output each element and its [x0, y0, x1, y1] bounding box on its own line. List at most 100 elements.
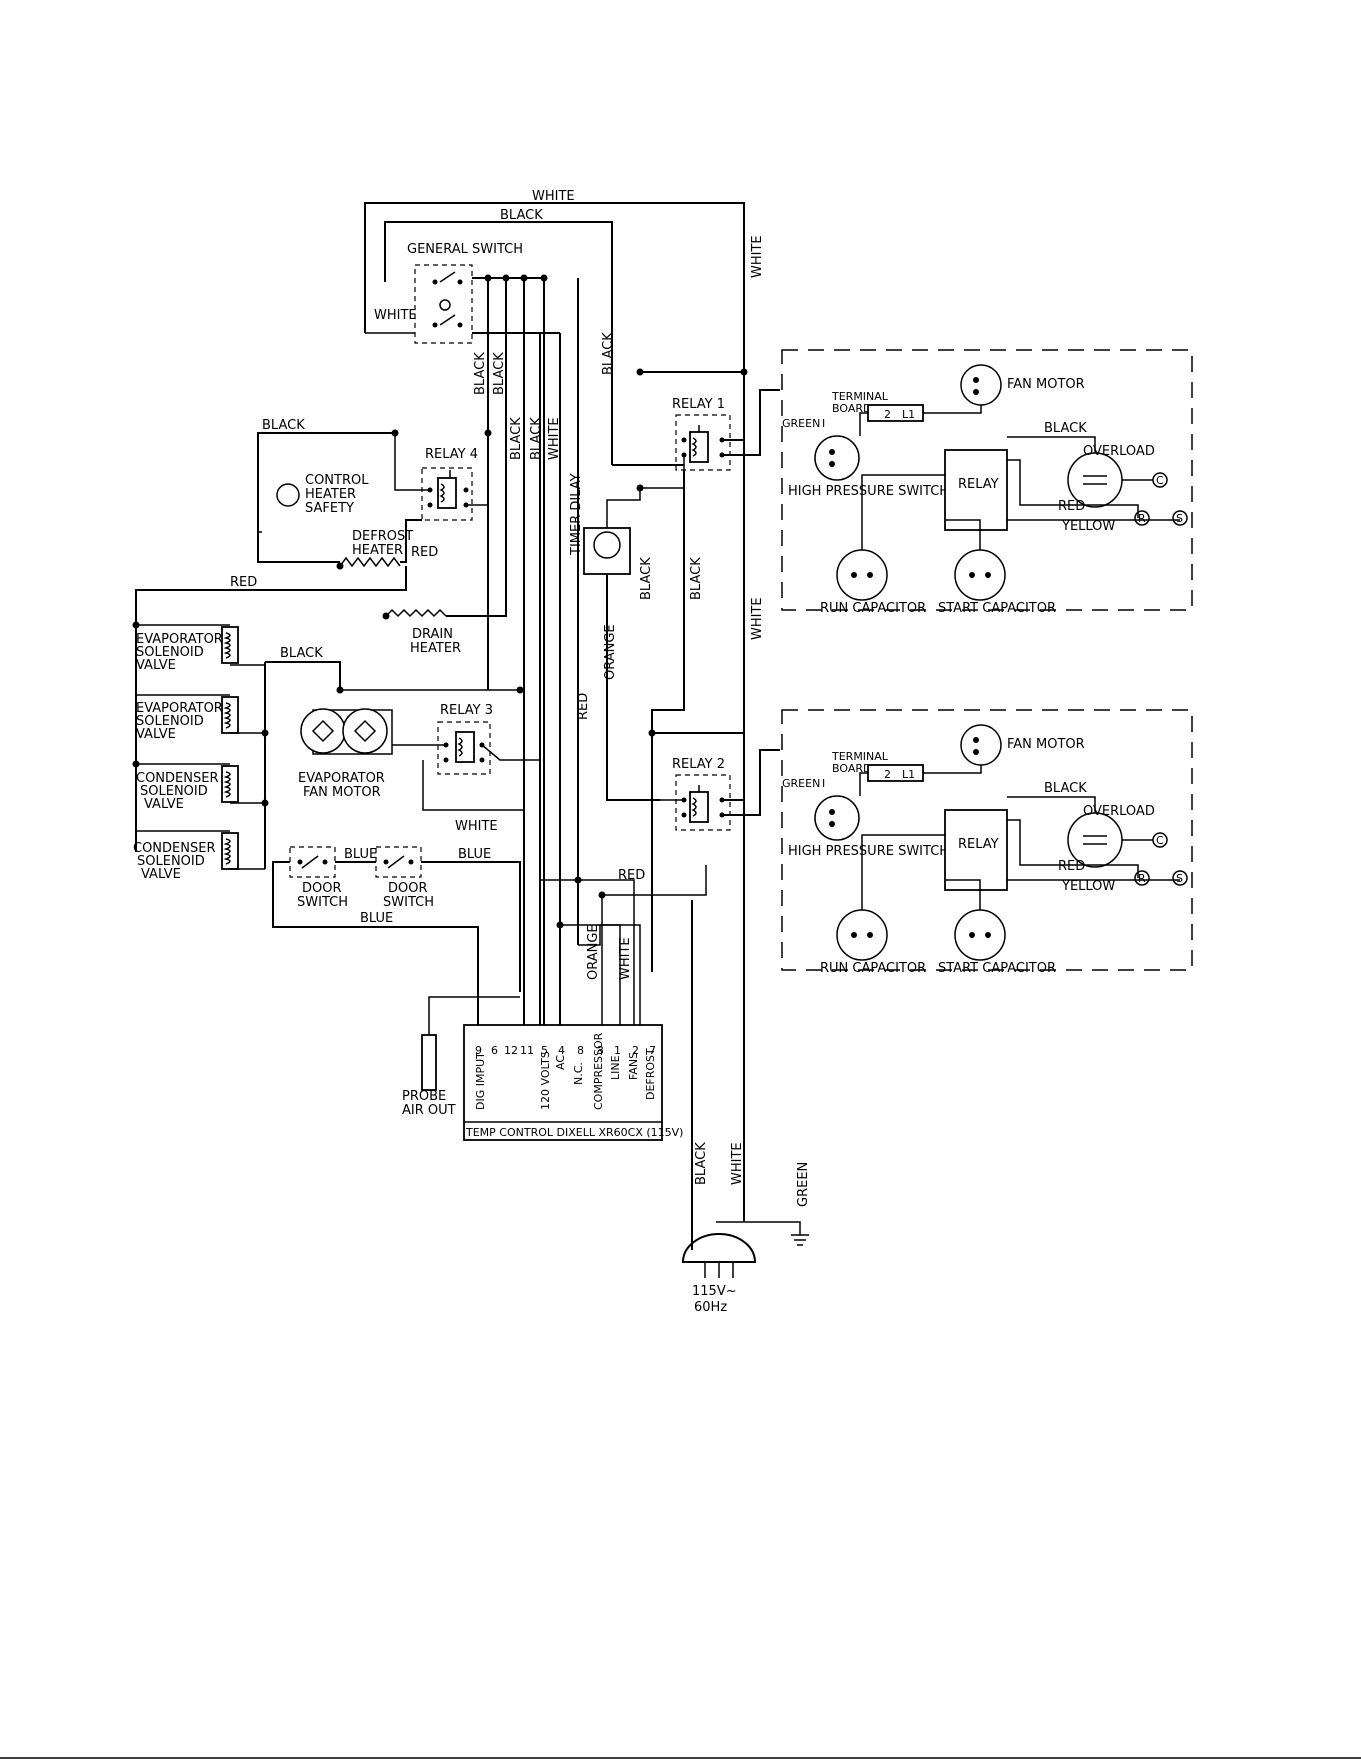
door-switch-2-label-1: DOOR [388, 881, 428, 896]
evap-valve-1-line-1: EVAPORATOR [136, 632, 223, 647]
wire-label-black-6: BLACK [601, 332, 616, 375]
wire-label-black-heater: BLACK [262, 418, 305, 433]
fn-line: LINE [609, 1055, 622, 1080]
fn-compressor: COMPRESSOR [592, 1032, 605, 1110]
condensing-unit-1: FAN MOTOR TERMINAL BOARD 2 L1 GREEN I HI… [781, 349, 1193, 616]
cond-valve-1-line-2: SOLENOID [140, 784, 208, 799]
cond-valve-2-line-1: CONDENSER [133, 841, 215, 856]
compressor-1-c: C [1156, 474, 1164, 487]
terminal-8: 8 [577, 1044, 584, 1057]
wire-label-black-3: BLACK [509, 417, 524, 460]
terminal-3: 3 [597, 1044, 604, 1057]
fn-dig-imput: DIG IMPUT [474, 1052, 487, 1110]
temp-control-functions: DIG IMPUT 120 VOLTS AC N.C. COMPRESSOR L… [474, 1032, 657, 1110]
evap-valve-2-line-2: SOLENOID [136, 714, 204, 729]
wire-label-black-relay1-b: BLACK [689, 557, 704, 600]
relay-unit-1-label: RELAY [958, 477, 999, 492]
condensing-unit-2: FAN MOTOR TERMINAL BOARD 2 L1 GREEN I HI… [781, 709, 1193, 976]
wire-label-red-timer: RED [576, 693, 591, 720]
fn-nc: N.C. [572, 1062, 585, 1085]
high-pressure-switch-1-label: HIGH PRESSURE SWITCH [788, 484, 949, 499]
compressor-1-s: S [1176, 512, 1183, 525]
wire-label-black-unit2: BLACK [1044, 781, 1087, 796]
temp-control-title: TEMP CONTROL DIXELL XR60CX (115V) [465, 1126, 683, 1139]
relay-3-label: RELAY 3 [440, 703, 493, 718]
drain-heater: DRAIN HEATER [382, 565, 507, 690]
door-switch-2-label-2: SWITCH [383, 895, 434, 910]
relay-unit-2-label: RELAY [958, 837, 999, 852]
probe-label-2: AIR OUT [402, 1103, 456, 1118]
terminal-board-2-line-2: BOARD [832, 762, 871, 775]
evap-valve-2-line-1: EVAPORATOR [136, 701, 223, 716]
general-switch-label: GENERAL SWITCH [407, 242, 523, 257]
wire-label-white-5: WHITE [547, 417, 562, 460]
start-capacitor-1-label: START CAPACITOR [938, 601, 1056, 616]
heater-label-3: SAFETY [305, 501, 354, 516]
relay-2-label: RELAY 2 [672, 757, 725, 772]
power-voltage: 115V~ [692, 1284, 737, 1299]
wire-label-yellow-unit2: YELLOW [1061, 879, 1115, 894]
wire-label-black-2: BLACK [492, 352, 507, 395]
temp-control: TEMP CONTROL DIXELL XR60CX (115V) 9 6 12… [463, 876, 683, 1141]
probe-label-1: PROBE [402, 1089, 446, 1104]
fn-fans: FANS [627, 1052, 640, 1080]
door-switch-1-label-1: DOOR [302, 881, 342, 896]
terminal-2: 2 [632, 1044, 639, 1057]
ground-1-symbol: I [822, 417, 825, 430]
cond-valve-1-line-3: VALVE [144, 797, 184, 812]
terminal-1-l1: L1 [902, 408, 915, 421]
run-capacitor-1-label: RUN CAPACITOR [820, 601, 926, 616]
wire-label-white-tc: WHITE [618, 937, 633, 980]
wire-label-black-unit1: BLACK [1044, 421, 1087, 436]
evaporator-fan-label-2: FAN MOTOR [303, 785, 381, 800]
wire-label-blue-1: BLUE [344, 847, 377, 862]
relay-3: RELAY 3 WHITE [392, 703, 540, 834]
wire-label-white-switch: WHITE [374, 308, 417, 323]
wire-label-blue-3: BLUE [360, 911, 393, 926]
condenser-solenoid-valve-1: CONDENSER SOLENOID VALVE [136, 765, 239, 812]
solenoid-valves: RED BLACK EVAPORATOR SOLENOID VALVE EVAP… [132, 566, 524, 882]
wire-label-red-defrost: RED [411, 545, 438, 560]
terminal-board-1-line-1: TERMINAL [831, 390, 889, 403]
wire-label-orange-1: ORANGE [603, 624, 618, 680]
fan-motor-2-label: FAN MOTOR [1007, 737, 1085, 752]
control-heater-safety: BLACK CONTROL HEATER SAFETY DEFROST HEAT… [257, 418, 492, 570]
terminal-2-l1: L1 [902, 768, 915, 781]
wire-label-white-right: WHITE [750, 235, 765, 278]
relay-1: RELAY 1 BLACK BLACK [612, 368, 780, 972]
terminal-6: 6 [491, 1044, 498, 1057]
door-switch-1-label-2: SWITCH [297, 895, 348, 910]
compressor-2-r: R [1138, 872, 1146, 885]
cond-valve-1-line-1: CONDENSER [136, 771, 218, 786]
defrost-heater-label-2: HEATER [352, 543, 403, 558]
bus-lines: BLACK BLACK BLACK BLACK WHITE BLACK [473, 274, 616, 1025]
temp-control-terminals: 9 6 12 11 5 4 8 3 1 2 7 [475, 1044, 656, 1057]
wire-label-orange-2: ORANGE [586, 924, 601, 980]
terminal-9: 9 [475, 1044, 482, 1057]
defrost-heater-label-1: DEFROST [352, 529, 413, 544]
terminal-12: 12 [504, 1044, 518, 1057]
terminal-4: 4 [558, 1044, 565, 1057]
top-wires: WHITE BLACK WHITE WHITE [364, 189, 765, 1135]
general-switch: GENERAL SWITCH WHITE [365, 242, 560, 344]
evaporator-solenoid-valve-1: EVAPORATOR SOLENOID VALVE [136, 626, 239, 673]
wire-label-yellow-unit1: YELLOW [1061, 519, 1115, 534]
wire-label-green-plug: GREEN [796, 1162, 811, 1207]
compressor-1-r: R [1138, 512, 1146, 525]
green-1-label: GREEN [782, 417, 820, 430]
relay-4-label: RELAY 4 [425, 447, 478, 462]
wire-label-red-unit2: RED [1058, 859, 1085, 874]
evaporator-fan-motor: EVAPORATOR FAN MOTOR [298, 708, 393, 800]
wire-label-white-top: WHITE [532, 189, 575, 204]
compressor-2-s: S [1176, 872, 1183, 885]
terminal-5: 5 [541, 1044, 548, 1057]
wire-label-blue-2: BLUE [458, 847, 491, 862]
wire-label-black-1: BLACK [473, 352, 488, 395]
evap-valve-1-line-2: SOLENOID [136, 645, 204, 660]
run-capacitor-2-label: RUN CAPACITOR [820, 961, 926, 976]
heater-label-1: CONTROL [305, 473, 369, 488]
timer-delay: TIMER DILAY ORANGE RED [569, 473, 660, 945]
ground-2-symbol: I [822, 777, 825, 790]
wire-label-white-mid: WHITE [750, 597, 765, 640]
